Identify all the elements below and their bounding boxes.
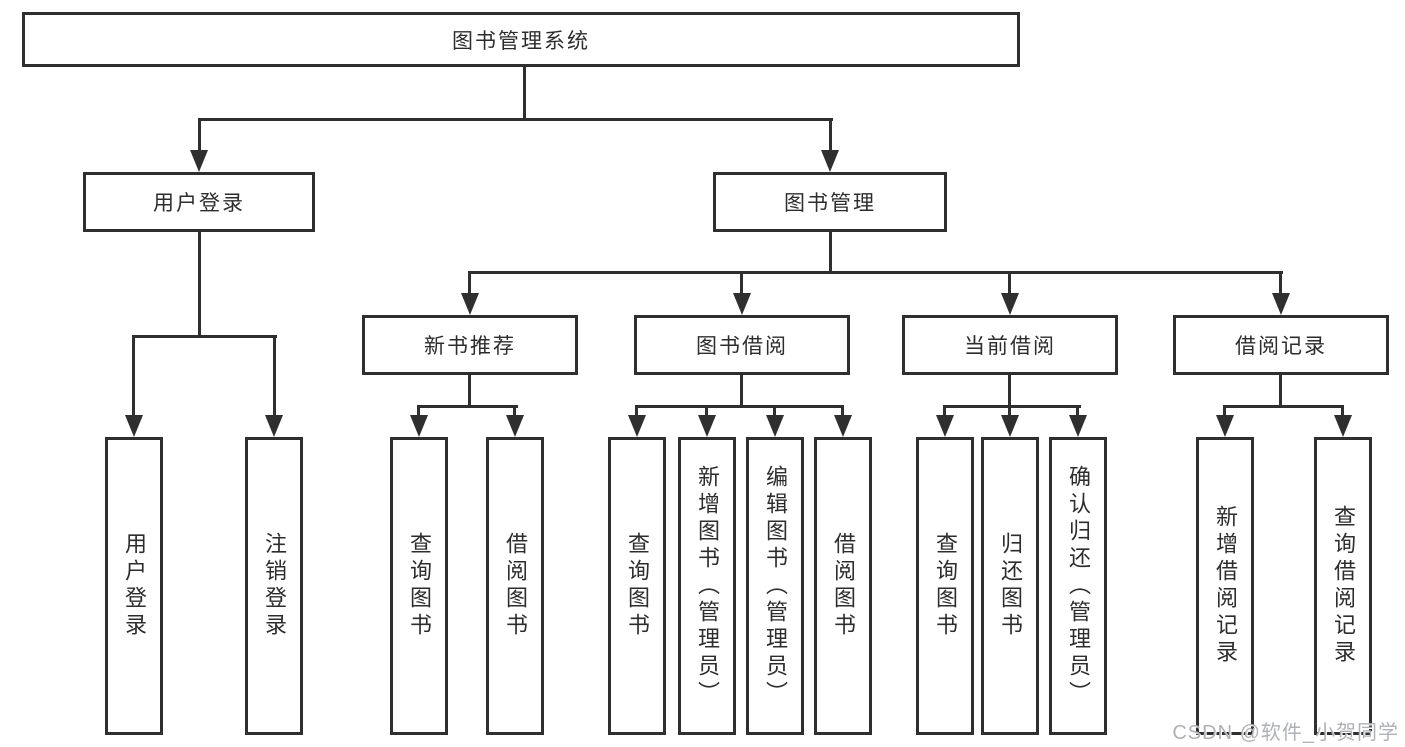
arrowhead-down-icon [834, 415, 852, 437]
connector-root-stem [523, 67, 526, 120]
arrowhead-down-icon [733, 293, 751, 315]
arrowhead-down-icon [936, 415, 954, 437]
arrowhead-down-icon [698, 415, 716, 437]
arrowhead-down-icon [410, 415, 428, 437]
arrowhead-down-icon [1069, 415, 1087, 437]
arrowhead-down-icon [125, 415, 143, 437]
leaf-add-borrow-record: 新增借阅记录 [1196, 437, 1254, 735]
leaf-borrow-books-borrowing: 借阅图书 [814, 437, 872, 735]
leaf-label: 新增借阅记录 [1213, 505, 1238, 667]
arrowhead-down-icon [766, 415, 784, 437]
leaf-edit-book-admin: 编辑图书（管理员） [746, 437, 804, 735]
node-label: 图书管理系统 [452, 29, 590, 53]
arrowhead-down-icon [461, 293, 479, 315]
leaf-label: 用户登录 [122, 532, 147, 640]
node-label: 当前借阅 [964, 335, 1056, 358]
connector-branch [417, 405, 518, 408]
leaf-label: 编辑图书（管理员） [763, 464, 788, 708]
leaf-label: 查询借阅记录 [1331, 505, 1356, 667]
leaf-return-books: 归还图书 [981, 437, 1039, 735]
leaf-query-books-recommend: 查询图书 [390, 437, 448, 735]
connector-drop-leaf [705, 405, 708, 417]
node-borrowing-records: 借阅记录 [1173, 315, 1389, 375]
connector-drop-user-login [198, 118, 201, 154]
connector-stem [468, 375, 471, 408]
connector-user-login-stem [198, 232, 201, 338]
connector-drop-leaf [841, 405, 844, 417]
connector-drop-leaf [1341, 405, 1344, 417]
arrowhead-down-icon [1272, 293, 1290, 315]
connector-drop-leaf [132, 335, 135, 417]
connector-drop-new-book [468, 271, 471, 297]
connector-stem [740, 375, 743, 408]
watermark-text: CSDN @软件_小贺同学 [1172, 722, 1399, 744]
leaf-add-book-admin: 新增图书（管理员） [678, 437, 736, 735]
arrowhead-down-icon [506, 415, 524, 437]
arrowhead-down-icon [821, 150, 839, 172]
leaf-user-login: 用户登录 [105, 437, 163, 735]
connector-drop-leaf [1008, 405, 1011, 417]
leaf-label: 确认归还（管理员） [1066, 464, 1091, 708]
node-new-book-recommendation: 新书推荐 [362, 315, 578, 375]
node-label: 借阅记录 [1235, 335, 1327, 358]
connector-drop-leaf [1076, 405, 1079, 417]
leaf-label: 借阅图书 [831, 532, 856, 640]
leaf-query-books-borrowing: 查询图书 [608, 437, 666, 735]
leaf-label: 查询图书 [407, 532, 432, 640]
node-book-borrowing: 图书借阅 [634, 315, 850, 375]
node-current-borrowing: 当前借阅 [902, 315, 1118, 375]
node-label: 新书推荐 [424, 335, 516, 358]
arrowhead-down-icon [190, 150, 208, 172]
connector-drop-leaf [513, 405, 516, 417]
connector-drop-book-borrowing [740, 271, 743, 297]
connector-branch [1223, 405, 1344, 408]
arrowhead-down-icon [1001, 293, 1019, 315]
node-user-login: 用户登录 [83, 172, 315, 232]
leaf-label: 新增图书（管理员） [695, 464, 720, 708]
leaf-label: 归还图书 [998, 532, 1023, 640]
node-label: 图书管理 [784, 192, 876, 215]
connector-drop-leaf [417, 405, 420, 417]
arrowhead-down-icon [1001, 415, 1019, 437]
connector-drop-leaf [773, 405, 776, 417]
connector-book-management-branch [468, 271, 1283, 274]
connector-book-management-stem [829, 232, 832, 274]
leaf-borrow-books-recommend: 借阅图书 [486, 437, 544, 735]
connector-drop-current-borrowing [1008, 271, 1011, 297]
node-library-management-system: 图书管理系统 [22, 12, 1020, 67]
arrowhead-down-icon [628, 415, 646, 437]
connector-drop-borrowing-records [1279, 271, 1282, 297]
connector-branch [943, 405, 1081, 408]
connector-drop-leaf [273, 335, 276, 417]
connector-root-branch [198, 118, 833, 121]
arrowhead-down-icon [1216, 415, 1234, 437]
leaf-confirm-return-admin: 确认归还（管理员） [1049, 437, 1107, 735]
connector-stem [1279, 375, 1282, 408]
leaf-query-borrow-record: 查询借阅记录 [1314, 437, 1372, 735]
leaf-logout: 注销登录 [245, 437, 303, 735]
connector-drop-leaf [1223, 405, 1226, 417]
arrowhead-down-icon [1334, 415, 1352, 437]
leaf-query-books-current: 查询图书 [916, 437, 974, 735]
leaf-label: 借阅图书 [503, 532, 528, 640]
connector-stem [1008, 375, 1011, 408]
connector-user-login-branch [132, 335, 277, 338]
leaf-label: 注销登录 [262, 532, 287, 640]
arrowhead-down-icon [265, 415, 283, 437]
connector-drop-leaf [943, 405, 946, 417]
leaf-label: 查询图书 [625, 532, 650, 640]
node-book-management: 图书管理 [713, 172, 947, 232]
connector-branch [635, 405, 844, 408]
connector-drop-book-management [829, 118, 832, 154]
connector-drop-leaf [635, 405, 638, 417]
leaf-label: 查询图书 [933, 532, 958, 640]
node-label: 用户登录 [153, 192, 245, 215]
node-label: 图书借阅 [696, 335, 788, 358]
